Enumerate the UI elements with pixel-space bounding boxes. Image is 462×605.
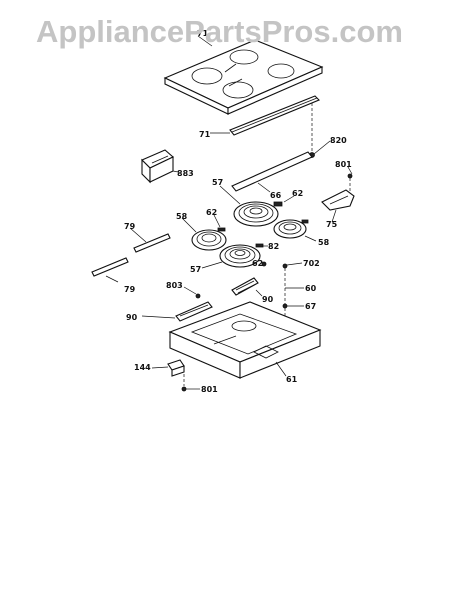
- callout-label: 90: [126, 313, 138, 322]
- leader-line: [172, 170, 179, 173]
- callout-label: 803: [166, 281, 183, 290]
- callout-label: 144: [134, 363, 151, 372]
- leader-line: [283, 195, 295, 203]
- callout-label: 57: [190, 265, 201, 274]
- leader-line: [197, 35, 213, 47]
- leader-line: [313, 140, 331, 155]
- callout-label: 702: [303, 259, 320, 268]
- element-support-bracket[interactable]: [231, 151, 313, 192]
- callout-label: 90: [262, 295, 274, 304]
- leader-line: [331, 209, 337, 223]
- callout-label: 66: [270, 191, 282, 200]
- callout-label: 801: [335, 160, 352, 169]
- watermark-text: AppliancePartsPros.com: [36, 14, 403, 49]
- leader-line: [181, 217, 197, 233]
- callout-label: 82: [268, 242, 279, 251]
- callout-label: 79: [124, 222, 136, 231]
- side-trim-lower[interactable]: [91, 257, 129, 277]
- callout-label: 62: [252, 259, 263, 268]
- cooktop-glass-top[interactable]: [163, 39, 324, 115]
- control-switch-right[interactable]: [231, 277, 259, 296]
- side-trim-upper[interactable]: [133, 233, 171, 253]
- screw-801[interactable]: [347, 173, 353, 179]
- terminal-block[interactable]: [141, 149, 174, 184]
- side-bracket[interactable]: [321, 189, 355, 211]
- mounting-bracket[interactable]: [167, 359, 185, 377]
- callout-label: 62: [206, 208, 217, 217]
- callout-label: 67: [305, 302, 316, 311]
- leader-line: [151, 366, 169, 369]
- leader-line: [347, 166, 353, 175]
- leader-line: [201, 261, 223, 269]
- leader-line: [304, 235, 317, 242]
- callout-label: 62: [292, 189, 303, 198]
- burner-box-pan[interactable]: [168, 301, 322, 379]
- screw-803[interactable]: [195, 293, 201, 299]
- surface-element-large-front[interactable]: [219, 243, 264, 268]
- leader-line: [286, 262, 303, 266]
- callout-label: 820: [330, 136, 347, 145]
- leader-line: [257, 182, 271, 193]
- screw-801-bottom[interactable]: [181, 386, 187, 392]
- leader-line: [105, 275, 119, 283]
- leader-line: [275, 361, 287, 377]
- callout-label: 71: [197, 29, 209, 38]
- callout-label: 75: [326, 220, 338, 229]
- leader-line: [219, 185, 241, 205]
- surface-element-small-right[interactable]: [273, 219, 309, 239]
- rear-trim-strip[interactable]: [229, 95, 320, 136]
- surface-element-large-rear[interactable]: [233, 201, 283, 227]
- callout-label: 58: [318, 238, 330, 247]
- screw-702[interactable]: [282, 263, 288, 269]
- screw-67[interactable]: [282, 303, 288, 309]
- callout-label: 58: [176, 212, 188, 221]
- callout-label: 61: [286, 375, 298, 384]
- leader-line: [129, 227, 147, 243]
- callout-label: 801: [201, 385, 218, 394]
- leader-line: [213, 214, 221, 228]
- clip-62[interactable]: [261, 261, 267, 267]
- surface-element-small-left[interactable]: [191, 227, 227, 251]
- leader-line: [141, 315, 176, 319]
- leader-line: [255, 289, 263, 297]
- callout-label: 883: [177, 169, 194, 178]
- leader-line: [183, 286, 197, 295]
- callout-label: 60: [305, 284, 317, 293]
- control-switch-left[interactable]: [175, 301, 213, 322]
- callout-label: 79: [124, 285, 136, 294]
- callout-label: 57: [212, 178, 223, 187]
- callout-label: 71: [199, 130, 211, 139]
